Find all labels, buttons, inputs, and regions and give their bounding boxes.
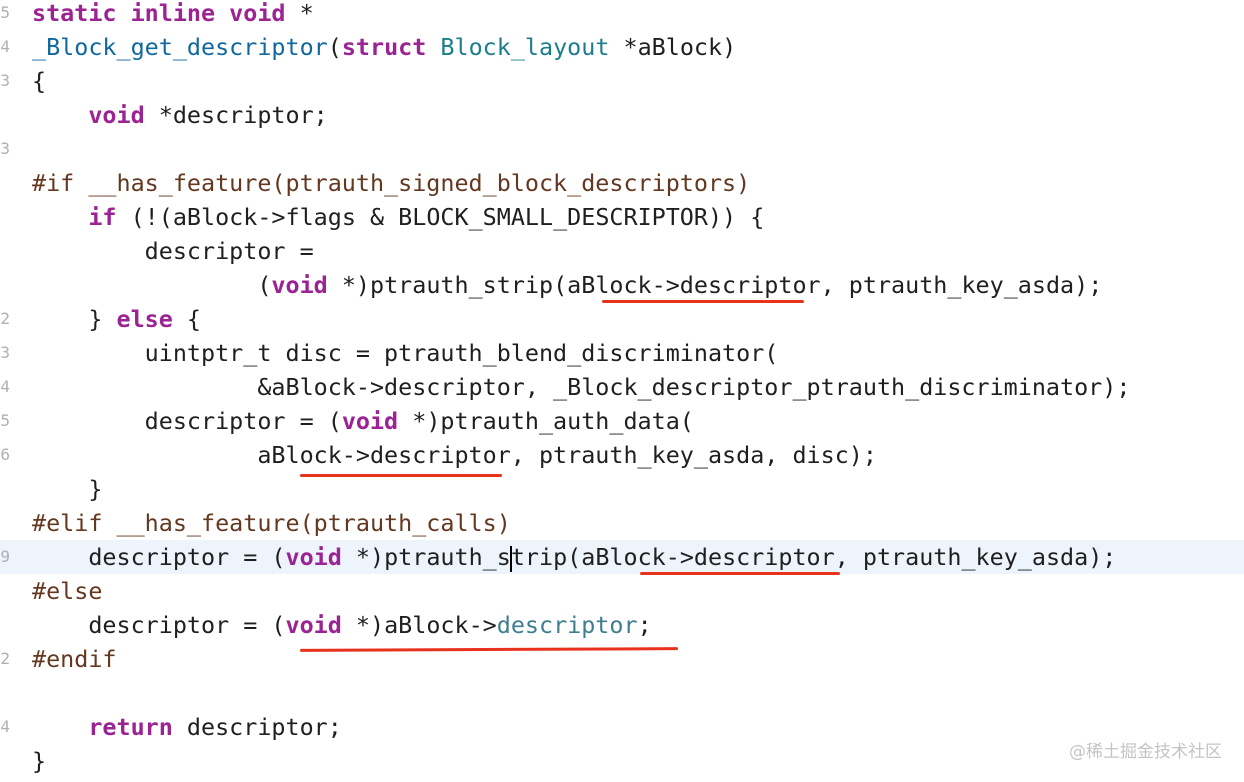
code-line[interactable]: descriptor = (void *)ptrauth_auth_data(	[32, 404, 694, 438]
code-line[interactable]: _Block_get_descriptor(struct Block_layou…	[32, 30, 736, 64]
code-line[interactable]: descriptor = (void *)aBlock->descriptor;	[32, 608, 652, 642]
annotation-underline	[602, 300, 804, 303]
code-token: *)ptrauth_strip(aBlock->descriptor, ptra…	[327, 271, 1103, 299]
line-number	[0, 472, 10, 506]
code-line[interactable]: #else	[32, 574, 102, 608]
code-token: ;	[637, 611, 652, 639]
code-token: (	[327, 33, 342, 61]
code-token: }	[32, 747, 47, 775]
code-line[interactable]: return descriptor;	[32, 710, 342, 744]
code-token: descriptor	[496, 611, 638, 639]
line-number	[0, 166, 10, 200]
code-token: *aBlock)	[609, 33, 737, 61]
code-token: static inline void	[32, 0, 286, 27]
line-number: 2	[0, 649, 10, 668]
code-token: descriptor = (	[32, 543, 286, 571]
line-number	[0, 98, 10, 132]
line-number: 4	[0, 717, 10, 736]
code-token: *	[285, 0, 314, 27]
current-line-highlight	[0, 540, 1244, 574]
code-token: _Block_get_descriptor	[32, 33, 328, 61]
line-number	[0, 608, 10, 642]
code-token: uintptr_t disc = ptrauth_blend_discrimin…	[32, 339, 779, 367]
code-token: aBlock->descriptor, ptrauth_key_asda, di…	[32, 441, 877, 469]
code-token: Block_layout	[440, 33, 610, 61]
code-token: void	[341, 407, 399, 435]
code-token: struct	[341, 33, 427, 61]
line-number: 5	[0, 411, 10, 430]
line-number: 9	[0, 547, 10, 566]
line-number	[0, 506, 10, 540]
code-token: (	[32, 271, 272, 299]
line-number	[0, 744, 10, 778]
code-token: descriptor =	[32, 237, 314, 265]
code-token: trip(aBlock->descriptor, ptrauth_key_asd…	[510, 543, 1117, 571]
line-number	[0, 268, 10, 302]
code-line[interactable]: {	[32, 64, 46, 98]
line-number: 3	[0, 139, 10, 158]
code-token: void	[271, 271, 328, 299]
code-token: #if __has_feature(ptrauth_signed_block_d…	[32, 169, 751, 197]
code-token: void	[88, 101, 145, 129]
line-number: 6	[0, 445, 10, 464]
code-line[interactable]: uintptr_t disc = ptrauth_blend_discrimin…	[32, 336, 779, 370]
code-token: *)aBlock->	[341, 611, 497, 639]
line-number	[0, 574, 10, 608]
code-token: *)ptrauth_auth_data(	[398, 407, 694, 435]
code-token: {	[32, 67, 47, 95]
code-line[interactable]: #endif	[32, 642, 117, 676]
code-token: #else	[32, 577, 103, 605]
code-token: #elif __has_feature(ptrauth_calls)	[32, 509, 511, 537]
code-token: descriptor = (	[32, 407, 342, 435]
code-token: else	[116, 305, 173, 333]
line-number: 3	[0, 71, 10, 90]
code-line[interactable]: descriptor =	[32, 234, 314, 268]
line-number	[0, 200, 10, 234]
code-line[interactable]: static inline void *	[32, 0, 314, 30]
code-line[interactable]: #if __has_feature(ptrauth_signed_block_d…	[32, 166, 750, 200]
code-token: #endif	[32, 645, 117, 673]
code-token: &aBlock->descriptor, _Block_descriptor_p…	[32, 373, 1131, 401]
line-number: 4	[0, 377, 10, 396]
code-token: return	[88, 713, 173, 741]
annotation-underline	[640, 572, 840, 575]
annotation-underline	[300, 474, 502, 477]
code-token	[426, 33, 440, 61]
code-line[interactable]: (void *)ptrauth_strip(aBlock->descriptor…	[32, 268, 1102, 302]
code-line[interactable]: void *descriptor;	[32, 98, 328, 132]
code-token: *descriptor;	[144, 101, 328, 129]
line-number	[0, 676, 10, 710]
code-line[interactable]: aBlock->descriptor, ptrauth_key_asda, di…	[32, 438, 877, 472]
line-number-gutter: 5 4 3 3 2 3 4 5 6 9 2 4	[0, 0, 12, 782]
watermark-text: @稀土掘金技术社区	[1069, 742, 1222, 762]
code-line[interactable]: }	[32, 744, 46, 778]
code-line[interactable]: }	[32, 472, 102, 506]
code-token: *)ptrauth_s	[341, 543, 511, 571]
code-token: descriptor = (	[32, 611, 286, 639]
annotation-underline	[299, 647, 679, 652]
line-number: 4	[0, 37, 10, 56]
code-token	[32, 203, 88, 231]
code-token: descriptor;	[172, 713, 342, 741]
text-cursor	[509, 545, 512, 572]
code-line[interactable]: if (!(aBlock->flags & BLOCK_SMALL_DESCRI…	[32, 200, 764, 234]
code-token: }	[32, 305, 117, 333]
code-line[interactable]: descriptor = (void *)ptrauth_strip(aBloc…	[32, 540, 1116, 574]
line-number: 5	[0, 3, 10, 22]
code-line[interactable]: #elif __has_feature(ptrauth_calls)	[32, 506, 511, 540]
line-number: 3	[0, 343, 10, 362]
code-token: }	[32, 475, 103, 503]
code-token: void	[285, 611, 342, 639]
code-token	[32, 101, 88, 129]
line-number	[0, 234, 10, 268]
code-token: void	[285, 543, 342, 571]
code-token: {	[172, 305, 202, 333]
line-number: 2	[0, 309, 10, 328]
code-token	[32, 713, 88, 741]
code-token: (!(aBlock->flags & BLOCK_SMALL_DESCRIPTO…	[116, 203, 765, 231]
code-token: if	[88, 203, 117, 231]
code-line[interactable]: &aBlock->descriptor, _Block_descriptor_p…	[32, 370, 1130, 404]
code-line[interactable]: } else {	[32, 302, 201, 336]
